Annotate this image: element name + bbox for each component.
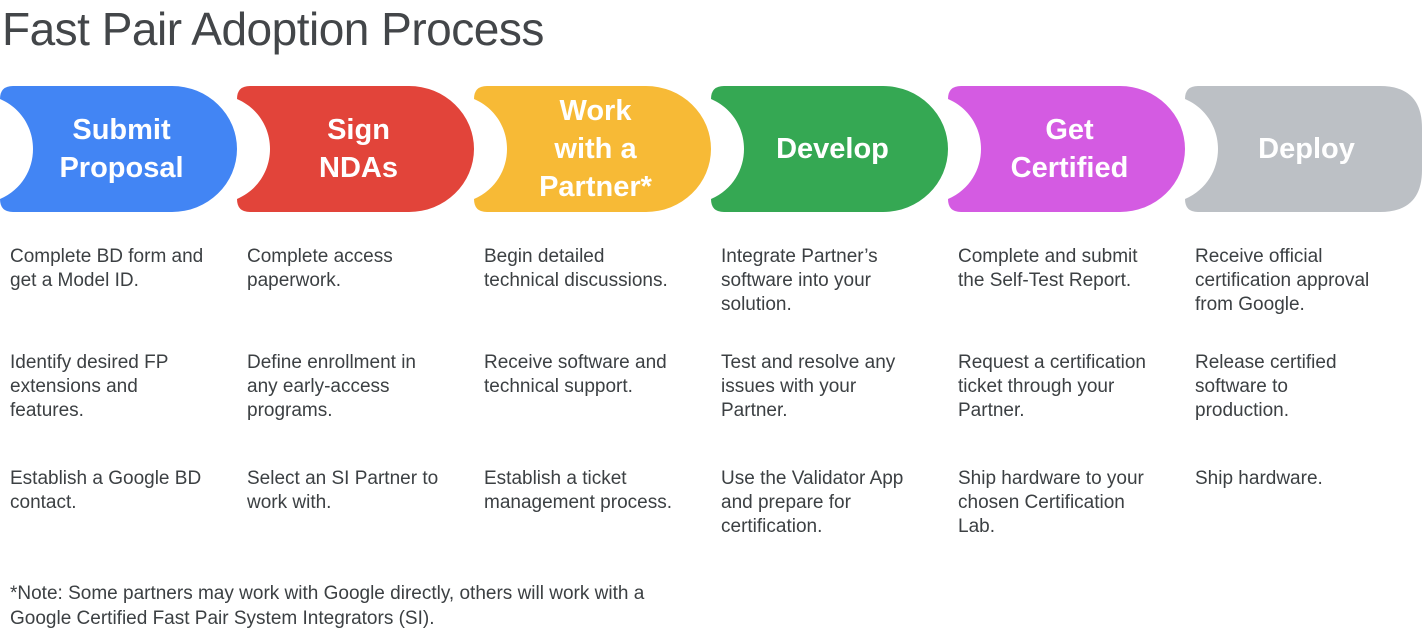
stage-sign-ndas: Sign NDAs (237, 86, 474, 212)
stage-arrow-icon (474, 86, 711, 212)
stage-submit-proposal: Submit Proposal (0, 86, 237, 212)
step-text: Complete BD form and get a Model ID. (10, 246, 204, 291)
stage-label: Sign NDAs (319, 114, 398, 184)
step-text: Receive official certification approval … (1195, 246, 1370, 315)
process-stages-row: Submit Proposal Sign NDAs Work with a Pa… (0, 86, 1423, 212)
step-text: Request a certification ticket through y… (958, 352, 1146, 421)
stage-get-certified: Get Certified (948, 86, 1185, 212)
step-text: Identify desired FP extensions and featu… (10, 352, 169, 421)
stage-arrow-icon (237, 86, 474, 212)
step-text: Receive software and technical support. (484, 352, 667, 397)
step-text: Begin detailed technical discussions. (484, 246, 668, 291)
description-row-2: Identify desired FP extensions and featu… (0, 351, 1423, 423)
stage-arrow-shape (474, 86, 711, 212)
step-text: Test and resolve any issues with your Pa… (721, 352, 896, 421)
stage-arrow-icon (1185, 86, 1422, 212)
page-title: Fast Pair Adoption Process (2, 3, 544, 55)
stage-label: Get Certified (1010, 114, 1129, 184)
stage-label: Submit Proposal (59, 114, 184, 184)
stage-arrow-icon (948, 86, 1185, 212)
stage-arrow-shape (237, 86, 474, 212)
step-text: Complete and submit the Self-Test Report… (958, 246, 1138, 291)
step-text: Integrate Partner’s software into your s… (721, 246, 878, 315)
step-text: Ship hardware to your chosen Certificati… (958, 468, 1144, 537)
stage-arrow-shape (711, 86, 948, 212)
stage-develop: Develop (711, 86, 948, 212)
stage-arrow-shape (1185, 86, 1422, 212)
stage-label: Work with a Partner* (539, 95, 652, 203)
stage-arrow-icon (0, 86, 237, 212)
step-text: Use the Validator App and prepare for ce… (721, 468, 904, 537)
stage-label: Develop (776, 133, 889, 165)
step-text: Define enrollment in any early-access pr… (247, 352, 416, 421)
step-text: Complete access paperwork. (247, 246, 393, 291)
step-text: Ship hardware. (1195, 468, 1323, 489)
stage-work-with-a-partner: Work with a Partner* (474, 86, 711, 212)
description-row-1: Complete BD form and get a Model ID. Com… (0, 245, 1423, 317)
stage-arrow-shape (948, 86, 1185, 212)
step-text: Release certified software to production… (1195, 352, 1337, 421)
description-row-3: Establish a Google BD contact. Select an… (0, 467, 1423, 539)
stage-arrow-shape (0, 86, 237, 212)
footnote: *Note: Some partners may work with Googl… (10, 583, 645, 629)
stage-deploy: Deploy (1185, 86, 1422, 212)
step-text: Establish a Google BD contact. (10, 468, 202, 513)
stage-label: Deploy (1258, 133, 1355, 165)
step-text: Select an SI Partner to work with. (247, 468, 439, 513)
stage-arrow-icon (711, 86, 948, 212)
step-text: Establish a ticket management process. (484, 468, 672, 513)
